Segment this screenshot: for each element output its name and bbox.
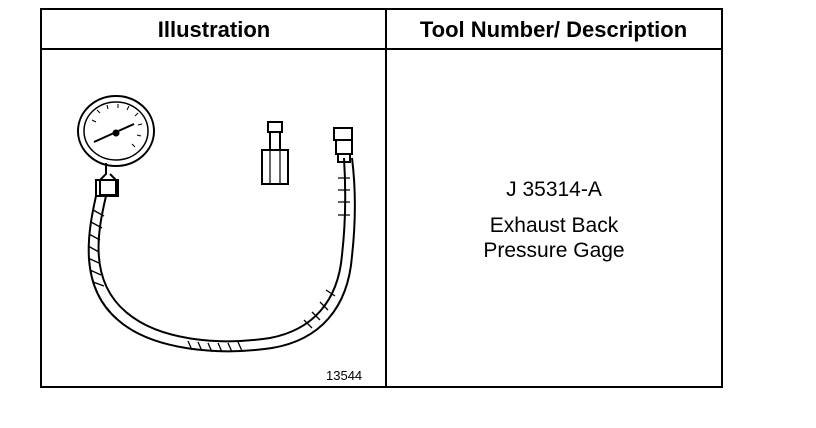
column-divider: [385, 10, 387, 386]
description-cell: J 35314-A Exhaust Back Pressure Gage: [387, 50, 721, 386]
tool-description: Exhaust Back Pressure Gage: [387, 213, 721, 263]
tool-description-line: Exhaust Back: [489, 214, 619, 237]
illustration-cell: 13544: [42, 50, 385, 386]
tool-number: J 35314-A: [506, 178, 602, 201]
pressure-gage-icon: [77, 95, 356, 353]
header-illustration: Illustration: [157, 17, 271, 42]
tool-description-line: Pressure Gage: [483, 239, 625, 262]
table-header-row: Illustration Tool Number/ Description: [42, 10, 721, 50]
header-tool-number-description: Tool Number/ Description: [419, 17, 688, 42]
figure-number: 13544: [326, 368, 363, 383]
tool-table: Illustration Tool Number/ Description: [40, 8, 723, 388]
